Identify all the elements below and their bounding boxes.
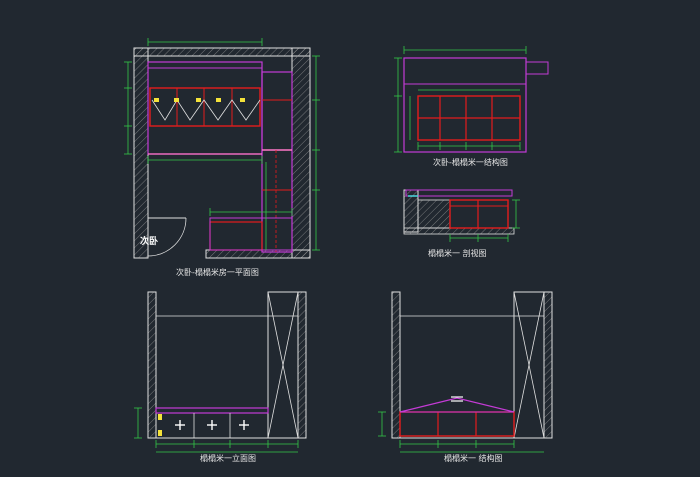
caption-plan: 次卧-榻榻米房一平面图 [176, 268, 259, 277]
st-handle [525, 61, 549, 75]
sb-wall-left [391, 291, 401, 439]
structure-bottom-view [378, 291, 553, 453]
caption-side: 榻榻米一 剖视图 [428, 249, 487, 258]
elev-wall-right [297, 291, 307, 439]
elev-wardrobe-x2 [267, 291, 299, 439]
structure-top-view [394, 46, 549, 153]
elev-yellow-tag-2 [158, 430, 162, 436]
caption-elevation: 榻榻米一立面图 [200, 454, 256, 463]
sb-lift-symbol [451, 396, 463, 402]
caption-structure-top: 次卧-榻榻米一结构图 [433, 158, 508, 167]
side-cap [405, 189, 513, 197]
sb-lift-arms [399, 397, 515, 413]
plan-hanger-marks [151, 99, 261, 121]
elev-wall-left [147, 291, 157, 439]
caption-structure-bottom: 榻榻米一 结构图 [444, 454, 503, 463]
sb-wardrobe-x2 [513, 291, 545, 439]
plan-low-cabinet [209, 221, 263, 251]
sb-wardrobe [513, 291, 545, 439]
plan-wardrobe-inner [149, 87, 261, 127]
elev-yellow-tag [158, 414, 162, 420]
plan-tall-cabinet [261, 71, 293, 253]
elev-platform-top [155, 407, 269, 414]
plan-low-cabinet-frame [209, 217, 293, 251]
sb-wall-right [543, 291, 553, 439]
side-cabinet [449, 199, 509, 229]
plan-wall-left [133, 47, 149, 259]
plan-view [124, 38, 320, 259]
plan-door-swing [147, 217, 187, 257]
side-floor [403, 227, 515, 235]
side-section-view [403, 189, 520, 242]
side-dimensions [449, 199, 520, 242]
elev-dimensions [134, 407, 299, 453]
room-label: 次卧 [140, 237, 159, 247]
elev-wardrobe [267, 291, 299, 439]
sb-dimensions [378, 411, 544, 453]
elev-handles [175, 420, 249, 430]
plan-wall-right [291, 47, 311, 259]
sb-frame [399, 411, 515, 437]
elevation-view [134, 291, 307, 453]
plan-fixtures [154, 98, 245, 102]
st-dimensions [394, 46, 527, 153]
st-outline [403, 57, 527, 153]
side-fill [417, 199, 451, 229]
plan-dimensions [124, 38, 320, 251]
plan-wall-top [133, 47, 311, 57]
plan-wardrobe-outline [147, 61, 263, 155]
plan-wall-bottom-right [205, 249, 311, 259]
